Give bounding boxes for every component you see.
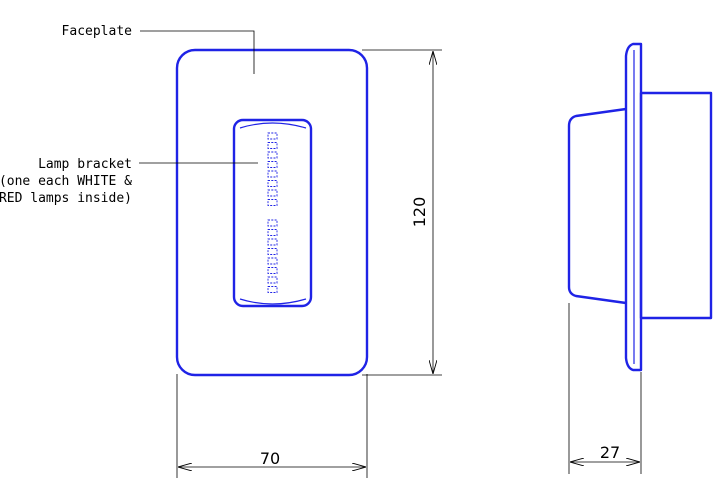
lamp-dot	[267, 267, 278, 274]
lamp-dot	[267, 142, 278, 149]
side-box-body	[639, 91, 713, 320]
lamp-dot	[267, 199, 278, 206]
labels: Faceplate Lamp bracket (one each WHITE &…	[0, 24, 620, 468]
lamp-dot	[267, 276, 278, 284]
faceplate-outline	[175, 48, 369, 377]
lamp-dot	[267, 170, 278, 178]
depth-dimension-value: 27	[600, 443, 620, 462]
side-front-lens	[567, 107, 627, 305]
lamp-dot	[267, 238, 278, 246]
lamp-dot	[267, 248, 278, 255]
lamp-bracket-label-line2: (one each WHITE &	[0, 174, 132, 189]
lamp-dot	[267, 229, 278, 236]
side-view	[567, 42, 713, 372]
lamp-bracket-label-line3: RED lamps inside)	[0, 191, 132, 206]
lamp-bracket-label-line1: Lamp bracket	[38, 157, 132, 172]
lamp-bracket	[232, 118, 313, 308]
lamp-dot	[267, 219, 278, 227]
faceplate-label: Faceplate	[62, 24, 133, 39]
lamp-bracket-top-curve	[239, 122, 307, 129]
lamp-dot	[267, 189, 278, 197]
lamp-dot	[267, 286, 278, 293]
lamp-dot	[267, 132, 278, 140]
lamp-dot	[267, 161, 278, 168]
height-dimension-value: 120	[410, 197, 429, 228]
lamp-dot	[267, 180, 278, 187]
lamp-dot	[267, 151, 278, 159]
faceplate-leader	[140, 30, 255, 74]
leaders	[139, 30, 258, 164]
side-faceplate	[624, 42, 643, 372]
lamp-indicator-dots	[267, 132, 278, 293]
front-view	[175, 48, 369, 377]
lamp-bracket-outline	[232, 118, 313, 308]
width-dimension-value: 70	[260, 449, 280, 468]
dimensions	[176, 49, 642, 478]
lamp-bracket-bottom-curve	[239, 298, 307, 305]
lamp-dot	[267, 257, 278, 265]
